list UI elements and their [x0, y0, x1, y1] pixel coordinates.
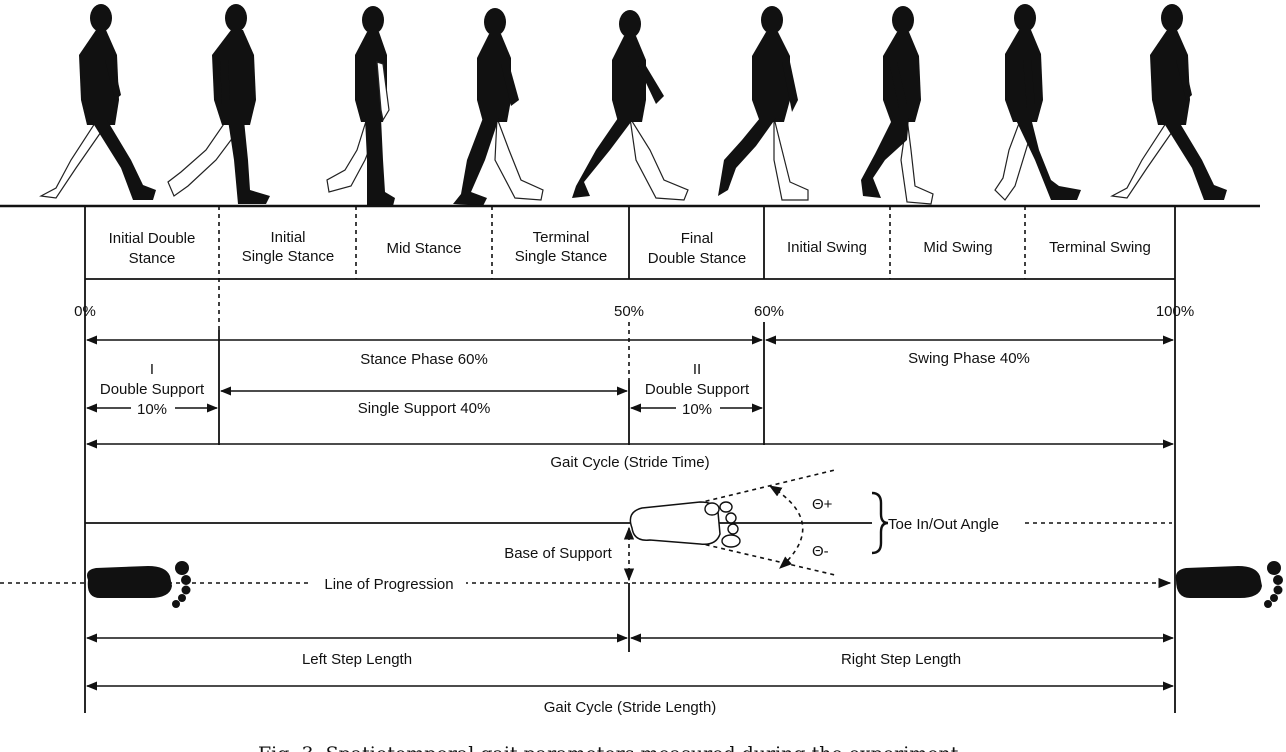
percent-tick: 50% — [614, 303, 644, 320]
phase-label: Initial Swing — [787, 239, 867, 256]
brace-icon — [871, 491, 889, 555]
phase-label: Final — [681, 230, 714, 247]
double-support-pct: 10% — [137, 401, 167, 418]
phase-label: Initial — [270, 229, 305, 246]
theta-plus-label: Θ+ — [812, 496, 833, 513]
figure-icon — [572, 10, 689, 201]
figure-icon — [994, 4, 1081, 201]
figure-icon — [167, 4, 270, 204]
theta-minus-label: Θ- — [812, 543, 829, 560]
stance-phase-label: Stance Phase 60% — [360, 351, 488, 368]
figure-icon — [718, 6, 809, 201]
figure-icon — [326, 6, 395, 206]
left-footprint-icon — [87, 561, 191, 608]
single-support-label: Single Support 40% — [358, 400, 491, 417]
stride-time-label: Gait Cycle (Stride Time) — [550, 454, 709, 471]
toe-in-line — [689, 540, 836, 576]
phase-labels: Initial Double Stance Initial Single Sta… — [109, 229, 1151, 267]
label-mask — [676, 400, 720, 417]
phase-label: Single Stance — [242, 248, 335, 265]
toe-angle-label: Toe In/Out Angle — [888, 516, 999, 533]
base-of-support-label: Base of Support — [504, 545, 612, 562]
walking-figures — [39, 4, 1227, 206]
left-footprint-icon — [1175, 561, 1283, 608]
percent-tick: 0% — [74, 303, 96, 320]
double-support-label: Double Support — [100, 381, 205, 398]
phase-label: Terminal Swing — [1049, 239, 1151, 256]
label-mask — [312, 573, 466, 593]
figure-icon — [861, 6, 934, 205]
double-support-pct: 10% — [682, 401, 712, 418]
label-mask — [131, 400, 175, 417]
left-step-label: Left Step Length — [302, 651, 412, 668]
percent-tick: 100% — [1156, 303, 1194, 320]
swing-phase-label: Swing Phase 40% — [908, 350, 1030, 367]
phase-label: Stance — [129, 250, 176, 267]
percent-tick: 60% — [754, 303, 784, 320]
stride-length-label: Gait Cycle (Stride Length) — [544, 699, 717, 716]
phase-label: Initial Double — [109, 230, 196, 247]
toe-angle-arc — [768, 485, 804, 569]
figure-icon — [1110, 4, 1227, 200]
double-support-numeral: II — [693, 361, 701, 378]
double-support-label: Double Support — [645, 381, 750, 398]
line-of-progression-label: Line of Progression — [324, 576, 453, 593]
figure-icon — [453, 8, 544, 206]
phase-label: Terminal — [533, 229, 590, 246]
figure-caption: Fig. 3. Spatiotemporal gait parameters m… — [258, 743, 964, 752]
right-footprint-outline-icon — [629, 501, 741, 548]
toe-out-line — [689, 469, 836, 506]
right-step-label: Right Step Length — [841, 651, 961, 668]
figure-icon — [39, 4, 156, 200]
phase-label: Mid Swing — [923, 239, 992, 256]
phase-label: Mid Stance — [386, 240, 461, 257]
double-support-numeral: I — [150, 361, 154, 378]
phase-label: Double Stance — [648, 250, 746, 267]
phase-label: Single Stance — [515, 248, 608, 265]
